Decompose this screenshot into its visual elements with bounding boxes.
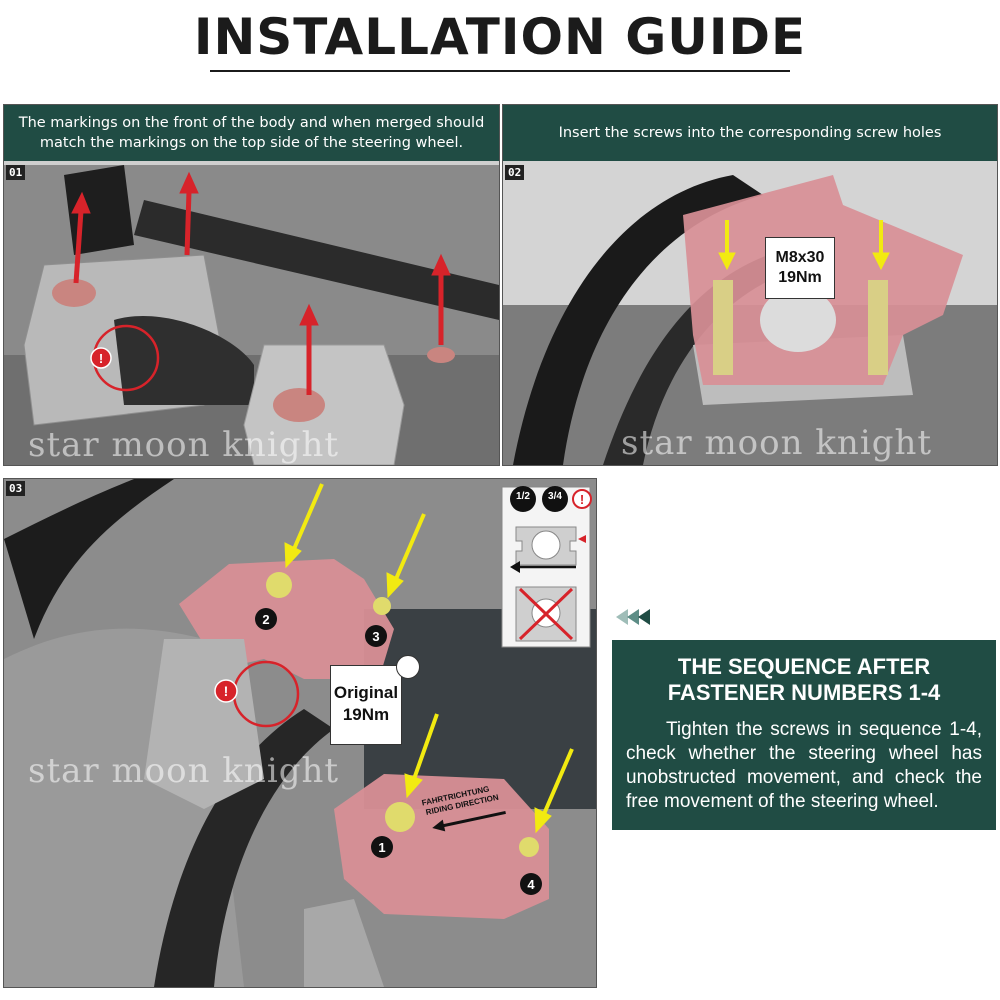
step-2-caption: Insert the screws into the corresponding… xyxy=(503,105,997,161)
title-underline xyxy=(210,70,790,72)
svg-text:!: ! xyxy=(580,492,584,507)
fastener-2-label: 2 xyxy=(262,612,269,627)
svg-text:!: ! xyxy=(224,683,229,699)
step-1-panel: ! The markings on the front of the body … xyxy=(3,104,500,466)
step-3-illustration: 2 3 1 4 FAHRTRICHTUNG RIDING DIRECTION !… xyxy=(4,479,596,987)
step-2-watermark: star moon knight xyxy=(621,423,933,463)
sequence-info-box: THE SEQUENCE AFTER FASTENER NUMBERS 1-4 … xyxy=(612,640,996,830)
step-1-illustration: ! xyxy=(4,105,499,465)
step-3-torque-spec: Original 19Nm xyxy=(330,665,402,745)
step-1-watermark: star moon knight xyxy=(28,425,340,465)
diagram-label-3-4: 3/4 xyxy=(548,491,562,502)
left-arrows-icon xyxy=(616,609,650,625)
fastener-4-label: 4 xyxy=(527,877,535,892)
step-3-watermark: star moon knight xyxy=(28,751,340,791)
sequence-body: Tighten the screws in sequence 1-4, chec… xyxy=(626,719,982,812)
sequence-heading: THE SEQUENCE AFTER FASTENER NUMBERS 1-4 xyxy=(667,654,941,705)
orientation-diagram: ! xyxy=(501,486,592,648)
step-2-panel: Insert the screws into the corresponding… xyxy=(502,104,998,466)
fastener-1-label: 1 xyxy=(378,840,385,855)
fastener-3-label: 3 xyxy=(372,629,379,644)
step-2-illustration xyxy=(503,105,997,465)
step-3-number: 03 xyxy=(6,481,26,496)
page-title: INSTALLATION GUIDE xyxy=(193,8,807,66)
step-3-torque-value: 19Nm xyxy=(342,705,390,724)
svg-text:!: ! xyxy=(99,351,103,366)
step-2-screw-size: M8x30 xyxy=(775,249,825,266)
step-3-panel: 2 3 1 4 FAHRTRICHTUNG RIDING DIRECTION !… xyxy=(3,478,597,988)
diagram-label-1-2: 1/2 xyxy=(516,491,530,502)
step-2-number: 02 xyxy=(505,165,525,180)
step-1-number: 01 xyxy=(6,165,26,180)
step-3-original-label: Original xyxy=(333,683,399,702)
step-2-torque-value: 19Nm xyxy=(778,269,822,286)
step-2-torque-spec: M8x30 19Nm xyxy=(765,237,835,299)
torque-wrench-icon xyxy=(396,655,420,679)
step-1-caption: The markings on the front of the body an… xyxy=(4,105,499,161)
